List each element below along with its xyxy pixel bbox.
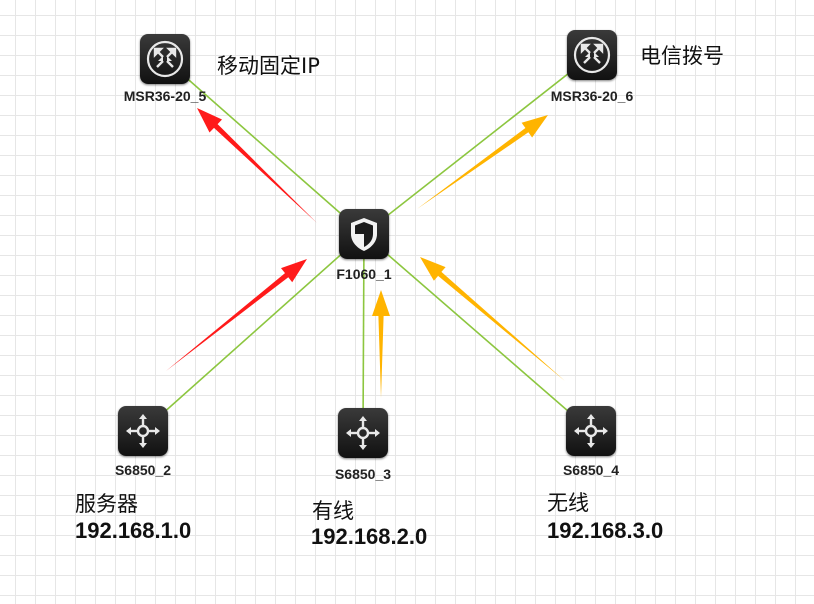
annotation-s2: 服务器 [75, 492, 138, 516]
subnet-s3: 192.168.2.0 [311, 524, 428, 549]
flow-arrow-fw-to-msr6 [417, 115, 548, 209]
annotation-s3: 有线 [312, 499, 354, 523]
flow-arrow-s3-to-fw [372, 290, 390, 398]
flow-arrows-layer [166, 108, 565, 398]
link-fw-msr6 [363, 54, 593, 235]
switch-icon[interactable] [566, 406, 616, 456]
flow-arrow-s4-to-fw [420, 257, 565, 381]
node-label-fw: F1060_1 [336, 266, 392, 282]
link-fw-msr5 [164, 58, 365, 235]
annotation-msr6: 电信拨号 [640, 44, 724, 68]
flow-arrow-fw-to-msr5 [197, 108, 317, 223]
links-layer [142, 54, 593, 434]
router-icon[interactable] [140, 34, 190, 84]
node-label-s2: S6850_2 [114, 462, 172, 478]
flow-arrow-s2-to-fw [166, 259, 307, 371]
link-fw-s4 [363, 233, 592, 432]
switch-icon[interactable] [118, 406, 168, 456]
annotation-s4: 无线 [547, 491, 589, 515]
node-label-msr5: MSR36-20_5 [123, 88, 207, 104]
node-label-s3: S6850_3 [334, 466, 392, 482]
switch-icon[interactable] [338, 408, 388, 458]
link-fw-s3 [362, 233, 365, 434]
node-label-msr6: MSR36-20_6 [550, 88, 634, 104]
annotation-msr5: 移动固定IP [217, 54, 320, 78]
subnet-s4: 192.168.3.0 [547, 518, 664, 543]
router-icon[interactable] [567, 30, 617, 80]
firewall-shield-icon[interactable] [339, 209, 389, 259]
subnet-s2: 192.168.1.0 [75, 518, 192, 543]
node-label-s4: S6850_4 [562, 462, 620, 478]
link-fw-s2 [142, 233, 365, 432]
